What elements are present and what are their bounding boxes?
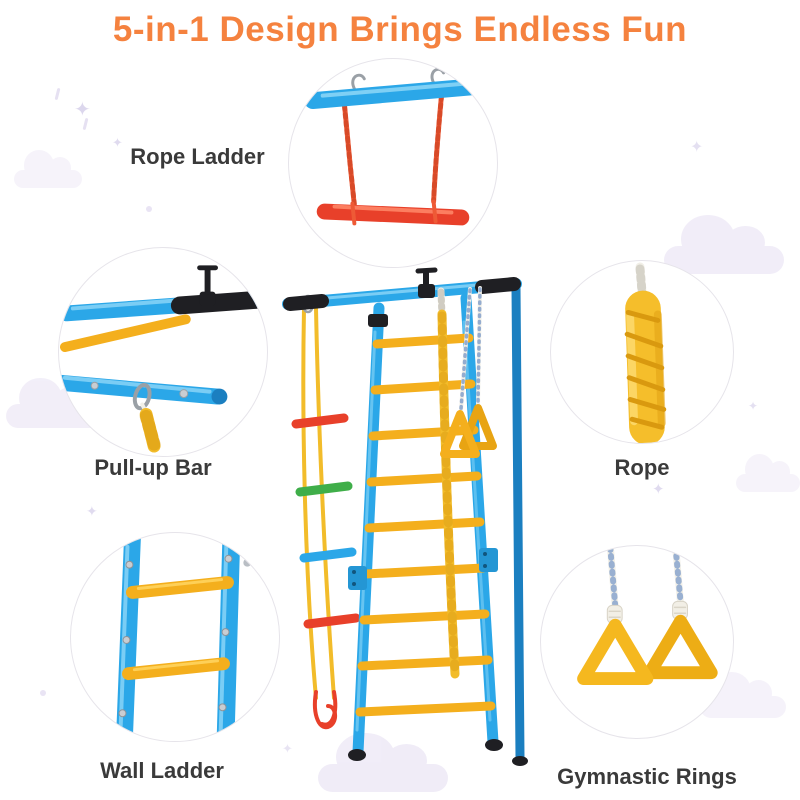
- wall-ladder-illustration: [116, 533, 252, 741]
- cloud-decoration: [14, 150, 82, 188]
- clamp-detail: [368, 314, 388, 327]
- clamp-detail: [418, 284, 435, 298]
- pull-up-bar-label: Pull-up Bar: [94, 455, 212, 480]
- wall-ladder-label: Wall Ladder: [100, 758, 224, 783]
- main-product: [258, 262, 563, 784]
- rope-ladder-label: Rope Ladder: [130, 144, 265, 169]
- callout-pull-up-bar: [58, 247, 268, 457]
- callout-rope: [550, 260, 734, 444]
- pull-up-bar-illustration: [59, 265, 267, 453]
- callout-wall-ladder: [70, 532, 280, 742]
- cloud-decoration: [736, 454, 800, 492]
- star-icon: ✦: [748, 399, 759, 413]
- gymnastic-rings-illustration: [577, 546, 718, 686]
- star-icon: ✦: [690, 139, 704, 156]
- callout-gymnastic-rings: [540, 545, 734, 739]
- climbing-frame-illustration: [282, 267, 528, 766]
- grip-left: [283, 294, 329, 311]
- grip-right: [475, 277, 521, 294]
- drip-decoration: [54, 87, 61, 101]
- star-icon: ✦: [86, 503, 98, 519]
- dot-decoration: [40, 690, 46, 696]
- star-icon: ✦: [74, 99, 91, 121]
- foot-cap: [485, 739, 503, 751]
- bolt-detail: [243, 558, 252, 567]
- rope-illustration: [624, 262, 667, 443]
- page-title: 5-in-1 Design Brings Endless Fun: [112, 10, 688, 49]
- star-icon: ✦: [652, 481, 665, 498]
- foot-cap: [512, 756, 528, 766]
- gymnastic-rings-label: Gymnastic Rings: [557, 764, 737, 789]
- star-icon: ✦: [282, 741, 293, 756]
- dot-decoration: [146, 206, 152, 212]
- foot-cap: [348, 749, 366, 761]
- star-icon: ✦: [112, 135, 123, 150]
- rope-ladder-illustration: [304, 67, 482, 226]
- callout-rope-ladder: [288, 58, 498, 268]
- cloud-decoration: [318, 733, 448, 792]
- rope-label: Rope: [614, 455, 670, 480]
